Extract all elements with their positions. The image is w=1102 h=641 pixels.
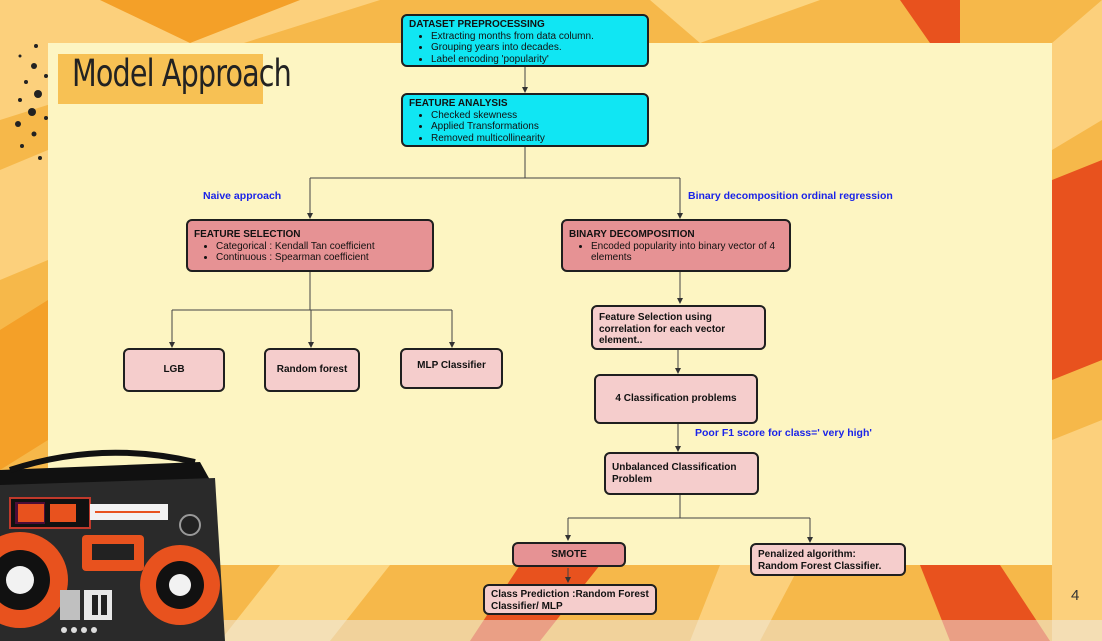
fs-correlation-box: Feature Selection using correlation for … xyxy=(591,305,766,350)
lgb-label: LGB xyxy=(163,364,185,376)
binary-decomposition-box: BINARY DECOMPOSITION Encoded popularity … xyxy=(561,219,791,272)
lgb-box: LGB xyxy=(123,348,225,392)
binary-decomposition-item: Encoded popularity into binary vector of… xyxy=(591,241,783,264)
binary-approach-label: Binary decomposition ordinal regression xyxy=(688,190,893,202)
naive-approach-label: Naive approach xyxy=(203,190,282,202)
unbalanced-box: Unbalanced Classification Problem xyxy=(604,452,759,495)
feature-analysis-box: FEATURE ANALYSIS Checked skewness Applie… xyxy=(401,93,649,147)
feature-selection-item: Categorical : Kendall Tan coefficient xyxy=(216,241,426,253)
class-prediction-label: Class Prediction :Random Forest Classifi… xyxy=(491,589,649,612)
four-problems-box: 4 Classification problems xyxy=(594,374,758,424)
mlp-box: MLP Classifier xyxy=(400,348,503,389)
preprocessing-item: Grouping years into decades. xyxy=(431,42,641,54)
page-number: 4 xyxy=(1071,587,1080,604)
poor-f1-label: Poor F1 score for class=' very high' xyxy=(695,427,872,439)
preprocessing-title: DATASET PREPROCESSING xyxy=(409,19,545,30)
preprocessing-box: DATASET PREPROCESSING Extracting months … xyxy=(401,14,649,67)
feature-analysis-title: FEATURE ANALYSIS xyxy=(409,98,508,109)
feature-analysis-item: Applied Transformations xyxy=(431,121,641,133)
title-highlight xyxy=(58,54,263,104)
class-prediction-box: Class Prediction :Random Forest Classifi… xyxy=(483,584,657,615)
preprocessing-item: Extracting months from data column. xyxy=(431,31,641,43)
feature-selection-box: FEATURE SELECTION Categorical : Kendall … xyxy=(186,219,434,272)
four-problems-label: 4 Classification problems xyxy=(615,393,737,405)
penalized-box: Penalized algorithm: Random Forest Class… xyxy=(750,543,906,576)
feature-analysis-item: Checked skewness xyxy=(431,110,641,122)
smote-box: SMOTE xyxy=(512,542,626,567)
mlp-label: MLP Classifier xyxy=(417,360,486,371)
feature-analysis-item: Removed multicollinearity xyxy=(431,133,641,145)
boombox-illustration xyxy=(0,449,225,641)
feature-selection-title: FEATURE SELECTION xyxy=(194,229,301,240)
penalized-label: Penalized algorithm: Random Forest Class… xyxy=(758,549,882,572)
smote-label: SMOTE xyxy=(551,548,587,560)
preprocessing-item: Label encoding 'popularity' xyxy=(431,54,641,66)
dots-decoration xyxy=(15,44,48,160)
slide-title: Model Approach xyxy=(72,52,292,95)
random-forest-box: Random forest xyxy=(264,348,360,392)
fs-correlation-label: Feature Selection using correlation for … xyxy=(599,312,726,346)
unbalanced-label: Unbalanced Classification Problem xyxy=(612,462,737,485)
binary-decomposition-title: BINARY DECOMPOSITION xyxy=(569,229,695,240)
feature-selection-item: Continuous : Spearman coefficient xyxy=(216,252,426,264)
random-forest-label: Random forest xyxy=(276,364,348,376)
